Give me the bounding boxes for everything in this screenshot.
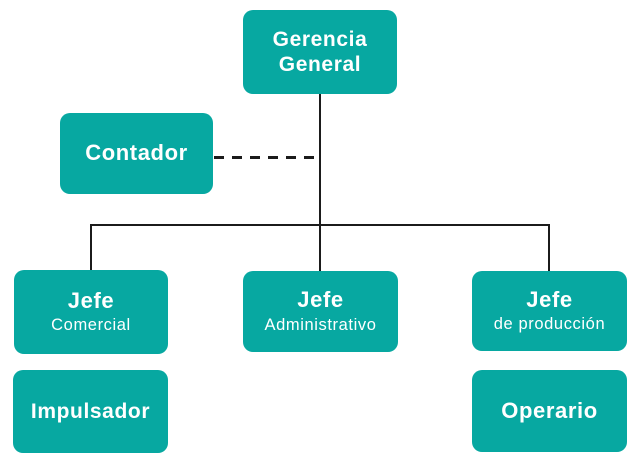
node-title: Impulsador (30, 399, 151, 423)
node-title: Jefe (526, 286, 573, 312)
node-subtitle: de producción (493, 315, 606, 334)
node-gerencia-general: Gerencia General (243, 10, 397, 94)
node-subtitle: Comercial (51, 316, 131, 335)
node-impulsador: Impulsador (13, 370, 168, 453)
connector-trunk-vertical (319, 94, 321, 225)
node-title: Jefe (297, 287, 344, 313)
node-title-line1: Gerencia (272, 27, 368, 51)
node-jefe-administrativo: Jefe Administrativo (243, 271, 398, 352)
node-title: Contador (85, 140, 188, 166)
node-contador: Contador (60, 113, 213, 194)
node-title-line2: General (278, 53, 362, 76)
node-title: Jefe (67, 287, 115, 313)
node-jefe-produccion: Jefe de producción (472, 271, 627, 351)
connector-drop-left (90, 224, 92, 270)
node-jefe-comercial: Jefe Comercial (14, 270, 168, 354)
node-title: Operario (501, 397, 598, 423)
connector-dashed-contador (214, 156, 320, 159)
node-subtitle: Administrativo (264, 315, 377, 334)
connector-drop-center (319, 224, 321, 271)
connector-drop-right (548, 224, 550, 271)
node-operario: Operario (472, 370, 627, 452)
